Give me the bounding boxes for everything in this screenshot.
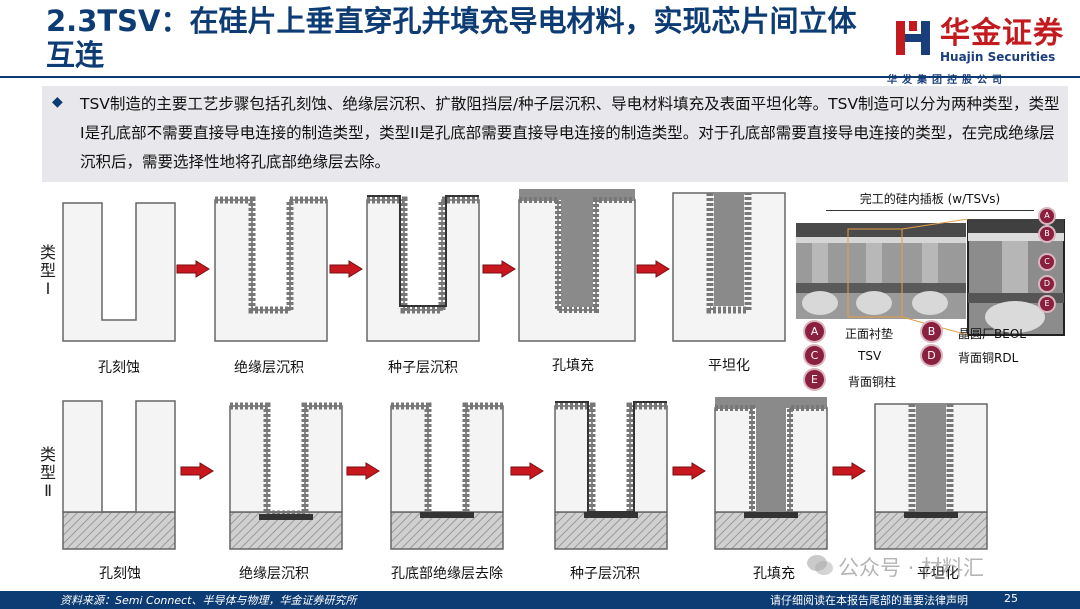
logo-sub: 华发集团控股公司 — [887, 71, 1007, 86]
type1-insulation-diagram — [214, 192, 328, 342]
type1-step-2: 绝缘层沉积 — [199, 357, 339, 377]
type2-hole-etch-diagram — [62, 400, 176, 550]
type2-seed-layer-diagram — [554, 398, 668, 550]
type2-planarize-diagram — [874, 400, 988, 550]
watermark-text: 公众号 · 材料汇 — [838, 552, 984, 582]
type2-bottom-removal-diagram — [390, 398, 504, 550]
type1-step-5: 平坦化 — [659, 355, 799, 375]
type1-seed-layer-diagram — [366, 192, 480, 342]
type2-step-2: 绝缘层沉积 — [204, 563, 344, 583]
summary-text: TSV制造的主要工艺步骤包括孔刻蚀、绝缘层沉积、扩散阻挡层/种子层沉积、导电材料… — [80, 90, 1060, 177]
footer-source: 资料来源：Semi Connect、半导体与物理，华金证券研究所 — [60, 592, 357, 608]
marker-e-icon: E — [1040, 297, 1054, 311]
page-title: 2.3TSV：在硅片上垂直穿孔并填充导电材料，实现芯片间立体互连 — [46, 4, 876, 72]
type1-hole-fill-diagram — [518, 188, 636, 342]
legend-d-text: 背面铜RDL — [958, 349, 1018, 366]
marker-a-icon: A — [1040, 209, 1054, 223]
page-number: 25 — [1004, 592, 1018, 605]
type2-step-3: 孔底部绝缘层去除 — [362, 563, 532, 583]
diamond-bullet-icon: ◆ — [52, 94, 63, 110]
footer-disclaimer: 请仔细阅读在本报告尾部的重要法律声明 — [770, 592, 968, 608]
wechat-icon — [806, 553, 834, 577]
type1-arrow-2-icon — [329, 260, 363, 278]
type2-arrow-1-icon — [180, 462, 214, 480]
type1-arrow-3-icon — [482, 260, 516, 278]
type1-label: 类型Ⅰ — [36, 244, 60, 298]
type2-hole-fill-diagram — [714, 396, 828, 550]
type2-label-text: 类型Ⅱ — [39, 446, 57, 500]
logo-cn: 华金证券 — [940, 18, 1064, 50]
type2-arrow-4-icon — [672, 462, 706, 480]
type1-arrow-4-icon — [636, 260, 670, 278]
type2-insulation-diagram — [229, 398, 343, 550]
type2-arrow-2-icon — [346, 462, 380, 480]
legend-c-icon: C — [805, 346, 824, 365]
type2-arrow-3-icon — [510, 462, 544, 480]
title-rule — [0, 76, 1080, 78]
type2-label: 类型Ⅱ — [36, 446, 60, 500]
marker-d-icon: D — [1040, 277, 1054, 291]
type1-step-4: 孔填充 — [503, 355, 643, 375]
type2-step-1: 孔刻蚀 — [50, 563, 190, 583]
logo-en: Huajin Securities — [940, 50, 1055, 64]
marker-b-icon: B — [1040, 227, 1054, 241]
type1-label-text: 类型Ⅰ — [39, 244, 57, 298]
type2-step-4: 种子层沉积 — [535, 563, 675, 583]
legend-b-text: 晶圆厂BEOL — [958, 325, 1026, 342]
type1-step-3: 种子层沉积 — [353, 357, 493, 377]
legend-e-icon: E — [805, 370, 824, 389]
marker-c-icon: C — [1040, 255, 1054, 269]
huajin-logo: 华金证券 Huajin Securities 华发集团控股公司 — [893, 12, 1068, 84]
inset-title: 完工的硅内插板 (w/TSVs) — [826, 190, 1034, 211]
type2-arrow-5-icon — [832, 462, 866, 480]
legend-c-text: TSV — [858, 349, 881, 363]
legend-d-icon: D — [922, 346, 941, 365]
huajin-logo-icon — [893, 18, 933, 58]
type1-step-1: 孔刻蚀 — [49, 357, 189, 377]
legend-a-icon: A — [805, 322, 824, 341]
legend-b-icon: B — [922, 322, 941, 341]
legend-a-text: 正面衬垫 — [845, 325, 893, 342]
type1-hole-etch-diagram — [62, 202, 176, 342]
legend-e-text: 背面铜柱 — [848, 373, 896, 390]
type1-arrow-1-icon — [176, 260, 210, 278]
type1-planarize-diagram — [672, 192, 786, 342]
